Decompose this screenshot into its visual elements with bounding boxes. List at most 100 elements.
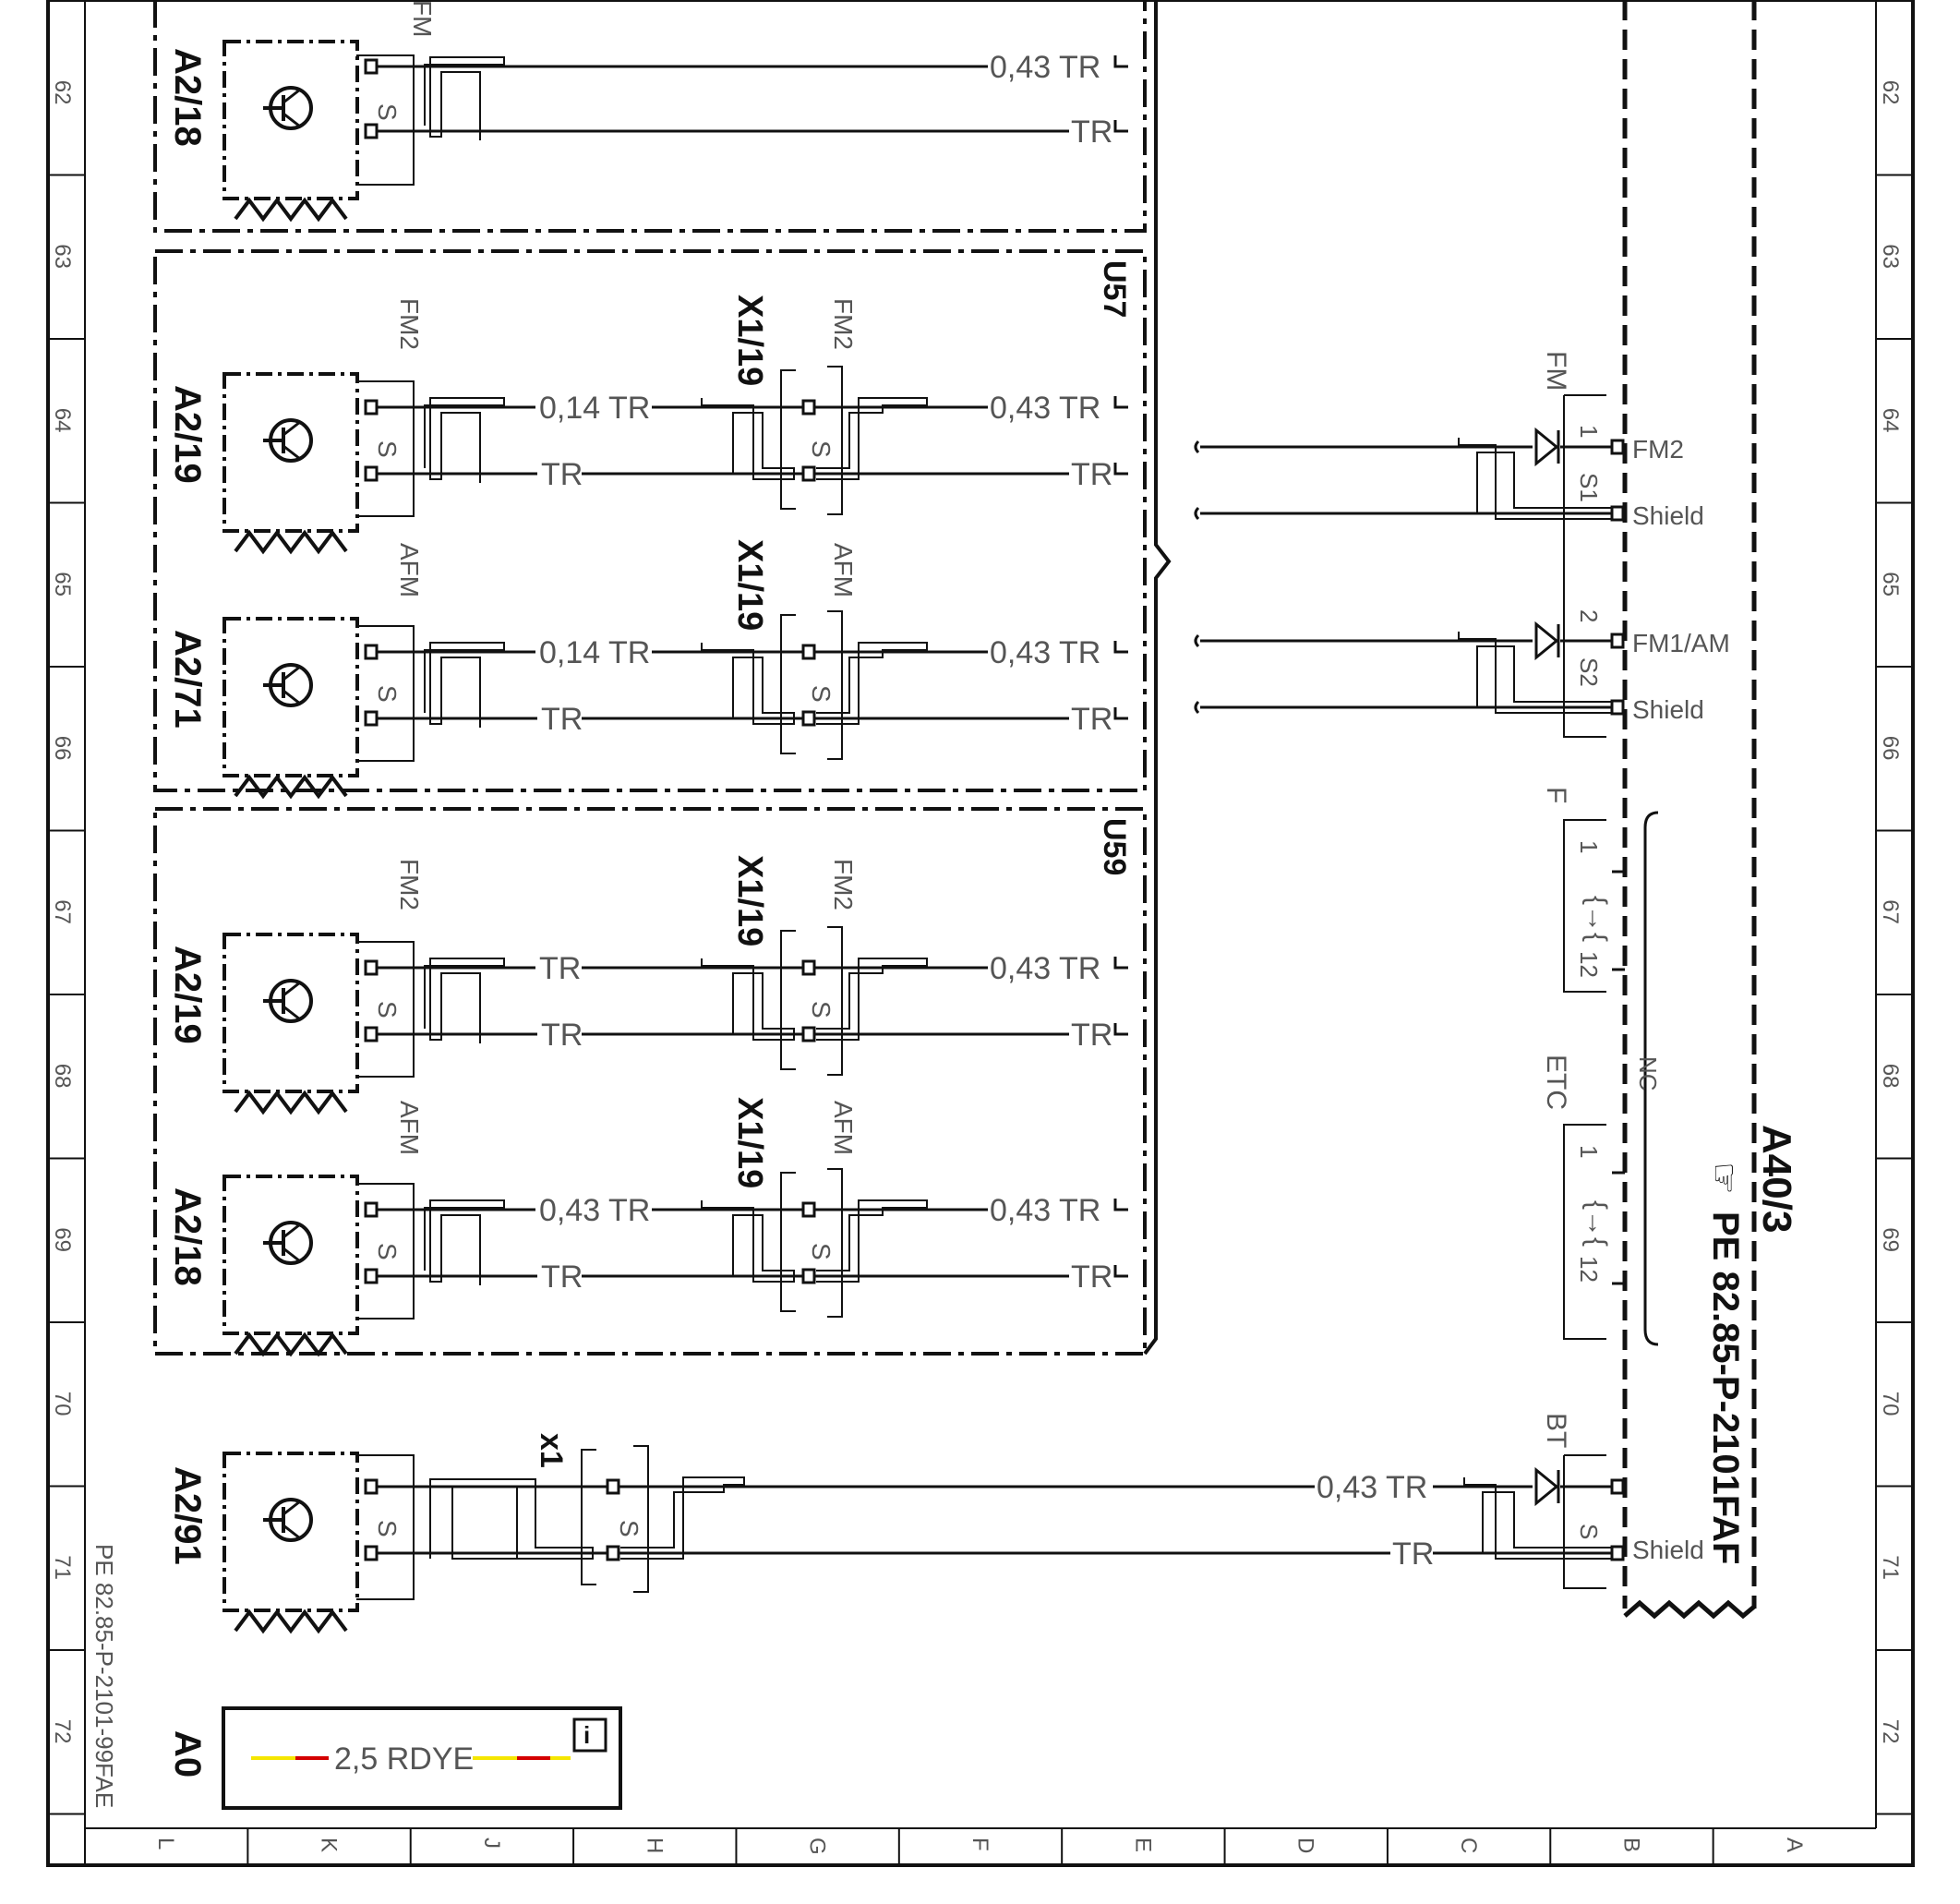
column-label: B — [1618, 1838, 1643, 1852]
page-frame — [46, 0, 1915, 1867]
module-label-u57: U57 — [1097, 260, 1132, 318]
svg-text:2: 2 — [1575, 609, 1603, 622]
a40-outline — [1622, 0, 1757, 1609]
zone-label-left: 72 — [50, 1719, 75, 1744]
svg-text:S2: S2 — [1575, 657, 1603, 687]
pointing-hand-icon: ☞ — [1703, 1162, 1744, 1195]
connector-id: X1/19 — [730, 539, 769, 631]
pin-name: Shield — [1632, 1536, 1704, 1564]
ground-wire-label: 2,5 RDYE — [334, 1741, 474, 1777]
zone-label-right: 64 — [1878, 408, 1903, 433]
column-label: K — [317, 1838, 342, 1852]
a40-id: A40/3 — [1754, 1125, 1799, 1233]
zone-label-right: 68 — [1878, 1064, 1903, 1089]
wire-label: TR — [1071, 1259, 1112, 1295]
connector-pin: S — [615, 1520, 643, 1537]
pin-name: Shield — [1632, 501, 1704, 530]
column-label: L — [153, 1838, 178, 1850]
svg-text:BT: BT — [1541, 1413, 1571, 1448]
fm-connector-group: FM 1 S1 2 S2 FM2 Shield FM1/AM Shield — [1194, 351, 1730, 738]
connector-id: X1/19 — [730, 855, 769, 946]
connector-id: X1/19 — [730, 1097, 769, 1188]
pin-name: FM2 — [1632, 435, 1684, 464]
zone-label-left: 68 — [50, 1064, 75, 1089]
zone-label-left: 66 — [50, 736, 75, 761]
zone-label-left: 71 — [50, 1555, 75, 1580]
svg-text:1: 1 — [1575, 425, 1603, 438]
wire-label: TR — [541, 702, 583, 737]
wire-label: TR — [541, 1259, 583, 1295]
connector-pin: AFM — [829, 1101, 858, 1155]
zone-label-left: 65 — [50, 572, 75, 597]
zone-label-right: 67 — [1878, 899, 1903, 924]
pin-label: S — [373, 440, 402, 458]
document-code: PE 82.85-P-2101-99FAE — [90, 1544, 118, 1808]
svg-text:1: 1 — [1575, 1145, 1603, 1158]
wire-label: TR — [539, 951, 581, 986]
pin-label: S — [373, 1001, 402, 1018]
nc-bracket: NC — [1634, 811, 1662, 1346]
pin-label-2: S — [373, 103, 402, 121]
zone-label-right: 71 — [1878, 1555, 1903, 1580]
pin-label: S — [373, 1243, 402, 1260]
zone-label-right: 65 — [1878, 572, 1903, 597]
zone-label-left: 63 — [50, 244, 75, 269]
column-label: G — [805, 1838, 830, 1855]
connector-pin: S — [807, 1001, 836, 1018]
connector-pin: S — [807, 1243, 836, 1260]
wire-label: 0,43 TR — [990, 391, 1100, 426]
zone-label-right: 72 — [1878, 1719, 1903, 1744]
connector-pin: FM2 — [829, 859, 858, 910]
zone-ticks — [48, 174, 1913, 1815]
module-box-top — [153, 0, 1147, 233]
connector-id: X1/19 — [730, 295, 769, 386]
zone-label-right: 62 — [1878, 80, 1903, 105]
zone-label-right: 69 — [1878, 1227, 1903, 1252]
antenna-id: A2/18 — [167, 48, 208, 147]
pin-label: FM2 — [395, 859, 424, 910]
zone-label-left: 64 — [50, 408, 75, 433]
switch-symbol: {→{ — [1581, 1200, 1612, 1247]
wire-label: 0,43 TR — [990, 50, 1100, 85]
info-icon[interactable] — [572, 1717, 607, 1753]
zone-label-left: 62 — [50, 80, 75, 105]
svg-text:S1: S1 — [1575, 473, 1603, 502]
connector-pin: S — [807, 685, 836, 703]
etc-switch-group: ETC 1 {→{ 12 — [1541, 1054, 1625, 1340]
pin-label: FM2 — [395, 298, 424, 350]
module-box-u59 — [153, 807, 1147, 1356]
a40-reference: PE 82.85-P-2101FAF — [1705, 1211, 1746, 1564]
svg-text:i: i — [583, 1721, 590, 1749]
pin-label: S — [373, 685, 402, 703]
antenna-id: A2/19 — [167, 385, 208, 484]
antenna-id: A2/91 — [167, 1466, 208, 1565]
zone-label-left: 70 — [50, 1392, 75, 1416]
bracket — [1143, 0, 1172, 1356]
column-label: A — [1782, 1838, 1807, 1852]
connector-pin: S — [807, 440, 836, 458]
pin-name: Shield — [1632, 695, 1704, 724]
svg-text:FM: FM — [1541, 351, 1571, 391]
wire-label: TR — [541, 1018, 583, 1053]
zone-label-left: 67 — [50, 899, 75, 924]
wire-label: 0,43 TR — [539, 1193, 650, 1228]
wire-label: TR — [1071, 457, 1112, 492]
antenna-id: A2/18 — [167, 1187, 208, 1286]
column-label: F — [968, 1838, 992, 1851]
connector-pin: AFM — [829, 543, 858, 597]
column-label: J — [479, 1838, 504, 1849]
pin-label: AFM — [395, 1101, 424, 1155]
svg-text:1: 1 — [1575, 840, 1603, 853]
zone-label-left: 69 — [50, 1227, 75, 1252]
pin-label: AFM — [395, 543, 424, 597]
zone-label-right: 70 — [1878, 1392, 1903, 1416]
wire-label: 0,43 TR — [990, 635, 1100, 670]
connector-pin: FM2 — [829, 298, 858, 350]
pin-label: S — [373, 1520, 402, 1537]
wire-label: TR — [1392, 1536, 1434, 1572]
